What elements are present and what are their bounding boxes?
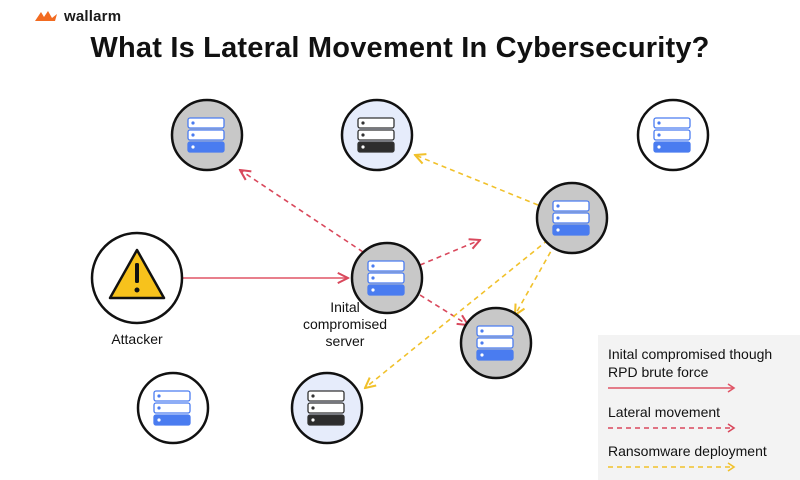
page-title: What Is Lateral Movement In Cybersecurit… xyxy=(90,32,710,64)
server-node-top-center xyxy=(340,98,414,172)
initial-server-label: Inital compromised server xyxy=(302,299,388,349)
ransomware-arrow-to-top-center xyxy=(415,155,539,206)
legend: Inital compromised though RPD brute forc… xyxy=(598,335,800,480)
server-node-right xyxy=(535,181,609,255)
attacker-label: Attacker xyxy=(111,331,163,347)
brand-name: wallarm xyxy=(64,7,122,25)
ransomware-arrow-to-bottom-right xyxy=(515,243,556,315)
ransomware-arrow-to-bottom-center xyxy=(365,239,549,388)
server-node-initial-compromised xyxy=(350,241,424,315)
brand-logo: wallarm xyxy=(34,6,121,26)
legend-label: Lateral movement xyxy=(608,404,721,420)
server-node-top-left xyxy=(170,98,244,172)
server-node-bottom-left xyxy=(136,371,210,445)
server-node-top-right xyxy=(636,98,710,172)
lateral-arrow-to-bottom-right xyxy=(419,294,468,325)
server-node-bottom-right xyxy=(459,306,533,380)
solid-arrow-icon xyxy=(608,383,736,393)
legend-item-ransomware-deployment: Ransomware deployment xyxy=(608,442,798,472)
legend-label: Inital compromised though RPD brute forc… xyxy=(608,346,773,380)
warning-triangle-icon xyxy=(108,248,166,300)
dashed-yellow-arrow-icon xyxy=(608,462,736,472)
legend-label: Ransomware deployment xyxy=(608,443,767,459)
lateral-arrow-to-right xyxy=(419,240,480,266)
lateral-arrow-to-top-left xyxy=(240,170,364,253)
flame-icon xyxy=(35,11,57,21)
attacker-node xyxy=(90,231,184,325)
legend-item-initial-compromise: Inital compromised though RPD brute forc… xyxy=(608,345,798,393)
server-node-bottom-center xyxy=(290,371,364,445)
dashed-red-arrow-icon xyxy=(608,423,736,433)
legend-item-lateral-movement: Lateral movement xyxy=(608,403,798,433)
